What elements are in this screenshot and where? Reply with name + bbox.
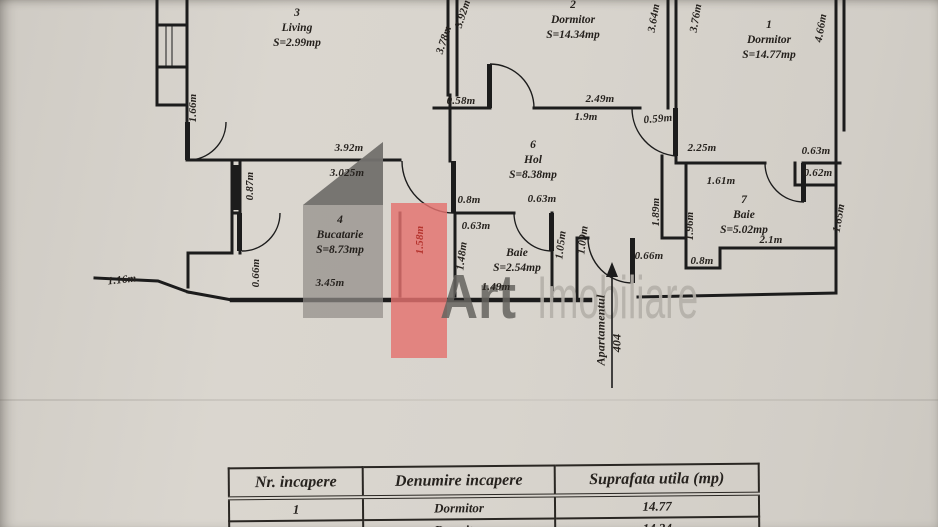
dimension-label: 0.63m	[461, 220, 491, 232]
dimension-label: 3.76m	[687, 2, 705, 34]
watermark-logo: Art Imobiliare	[303, 142, 698, 358]
dimension-label: 2.1m	[759, 234, 783, 246]
dimension-label: 1.89m	[650, 197, 662, 227]
dimension-label: 1.96m	[684, 211, 696, 241]
dimension-label: 1.61m	[706, 175, 736, 187]
dimension-label: 3.45m	[315, 277, 345, 289]
dimension-label: Apartamentul	[593, 294, 608, 366]
header-room-surface: Suprafata utila (mp)	[554, 463, 759, 496]
header-room-name: Denumire incapere	[362, 465, 555, 498]
dimension-label: 1.48m	[454, 240, 470, 272]
dimension-label: 1.05m	[553, 229, 569, 261]
dimension-label: 0.8m	[457, 194, 481, 206]
door-arcs	[187, 63, 805, 284]
rooms-table: Nr. incapere Denumire incapere Suprafata…	[228, 463, 761, 527]
dimension-label: 1.09m	[575, 224, 591, 256]
dimension-label: 4.66m	[812, 12, 830, 44]
dimension-label: 1.49m	[481, 281, 511, 293]
dimension-label: 0.59m	[643, 111, 673, 127]
dimension-label: 3.78m	[433, 24, 455, 56]
dimension-label: 1.16m	[107, 272, 137, 288]
floor-plan-drawing: Art Imobiliare	[93, 0, 846, 388]
header-room-number: Nr. incapere	[228, 467, 363, 499]
dimension-label: 1.9m	[574, 111, 598, 123]
dimension-label: 0.62m	[803, 167, 833, 179]
door-leaves	[185, 64, 806, 283]
brand-text-bold: Art	[440, 263, 516, 332]
dimension-label: 3.64m	[645, 2, 663, 34]
dimension-label: 0.66m	[250, 258, 262, 288]
dimension-label: 0.87m	[244, 171, 256, 201]
dimension-label: 0.63m	[801, 145, 831, 157]
entry-arrow-icon	[606, 262, 618, 388]
dimension-label: 2.49m	[585, 93, 615, 105]
dimension-label: 1.65m	[830, 202, 848, 234]
highlight-red-rect	[391, 203, 447, 358]
dimension-label: 404	[609, 333, 624, 353]
brand-text-light: Imobiliare	[537, 264, 698, 331]
dimension-label: 0.66m	[634, 250, 664, 262]
dimension-label: 0.58m	[446, 95, 476, 107]
rooms-table-wrap: Nr. incapere Denumire incapere Suprafata…	[228, 463, 761, 527]
dimension-label: 3.92m	[334, 142, 364, 154]
dimension-label: 1.58m	[414, 225, 426, 255]
dimension-label: 3.92m	[452, 0, 474, 30]
dimension-label: 0.8m	[690, 255, 714, 267]
dimension-label: 2.25m	[687, 142, 717, 154]
paper-crease	[0, 399, 938, 401]
table-header-row: Nr. incapere Denumire incapere Suprafata…	[228, 463, 759, 499]
dimension-label: 3.025m	[329, 167, 365, 179]
dimension-label: 1.66m	[187, 93, 199, 123]
dimension-label: 0.63m	[527, 193, 557, 205]
